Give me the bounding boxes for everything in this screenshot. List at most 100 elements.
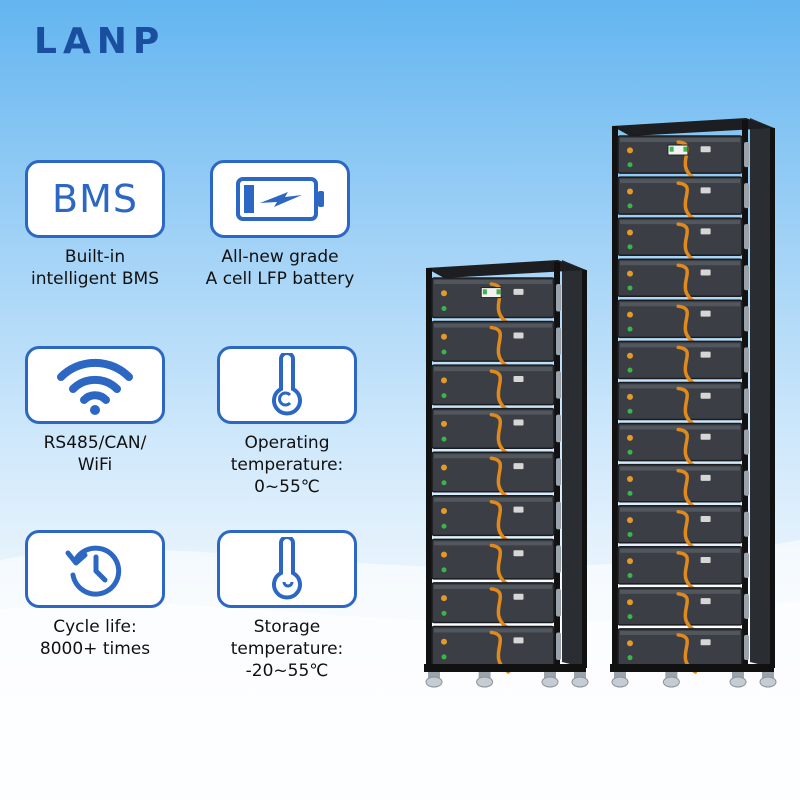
module-connector [700,310,711,317]
wifi-icon-box [25,346,165,424]
battery-module [617,422,749,469]
module-body [431,364,555,406]
module-cable [489,412,511,456]
thermometer-icon [272,353,302,416]
rack-post [426,268,432,668]
module-terminal [627,434,633,441]
module-handle [744,511,749,537]
module-top-edge [434,367,552,372]
module-body [617,381,743,421]
module-top-edge [434,584,552,589]
battery-module [431,407,561,456]
module-led [627,244,633,250]
rack-foot [476,676,494,688]
module-terminal [441,508,447,515]
battery-module [617,463,749,510]
battery-module [617,299,749,346]
module-top-edge [620,343,740,348]
rack-foot [762,672,774,678]
module-led [627,490,633,496]
rack-post [582,270,587,668]
module-terminal [441,638,447,645]
module-led [627,531,633,537]
module-terminal [441,290,447,297]
module-top-edge [620,384,740,389]
module-handle [744,388,749,414]
module-terminal [441,420,447,427]
module-connector [513,463,524,470]
rack-foot [541,676,559,688]
feature-operating-temp: Operating temperature: 0~55℃ [192,346,382,498]
operating-temp-icon-box [217,346,357,424]
module-handle [556,458,561,486]
rack-foot [662,676,680,688]
module-handle [744,593,749,619]
module-top-edge [620,425,740,430]
feature-battery-label: All-new grade A cell LFP battery [205,247,355,289]
module-terminal [627,517,633,524]
rack-foot [478,672,491,678]
module-top-edge [434,410,552,415]
feature-bms: BMS Built-in intelligent BMS [0,160,190,290]
module-led [627,367,633,373]
rack-top-frame [612,118,774,136]
rack-foot [544,672,556,678]
rack-foot [428,672,440,678]
module-body [617,258,743,298]
module-body [431,451,555,493]
rack-post [612,126,618,668]
module-led [441,610,447,616]
rack-top-frame [426,260,586,278]
module-led [627,203,633,209]
module-led [441,393,447,399]
feature-bms-label: Built-in intelligent BMS [30,247,159,289]
wifi-icon [57,358,133,415]
module-terminal [441,377,447,384]
breaker-switch [669,146,674,152]
module-terminal [627,599,633,606]
module-led [441,654,447,660]
module-led [627,614,633,620]
module-handle [556,371,561,399]
bms-icon-box: BMS [25,160,165,238]
module-handle [744,634,749,660]
rack-foot [425,676,443,688]
battery-module [431,451,561,500]
module-top-edge [434,541,552,546]
module-cable [676,592,698,633]
module-terminal [627,352,633,359]
module-body [431,407,555,449]
module-terminal [627,640,633,647]
module-led [441,436,447,442]
module-terminal [627,558,633,565]
thermometer-icon [272,537,302,600]
module-connector [700,146,711,153]
feature-comm-label: RS485/CAN/ WiFi [43,433,147,475]
module-cable [676,386,698,428]
battery-module [617,135,749,181]
battery-module [617,628,749,674]
module-body [617,340,743,380]
module-led [627,573,633,579]
battery-icon-box [210,160,350,238]
battery-module [431,495,561,544]
module-body [431,582,555,624]
rack-side-panel [562,260,586,668]
module-body [617,299,743,339]
module-handle [744,142,749,168]
module-handle [744,224,749,250]
module-body [617,587,743,626]
rack-foot [611,676,629,688]
module-led [441,349,447,355]
module-top-edge [434,628,552,633]
module-top-edge [620,548,740,553]
battery-module [431,277,561,326]
module-cable [676,509,698,551]
module-cable [489,543,511,587]
module-body [617,463,743,503]
battery-rack-tall [610,118,777,688]
battery-module [617,258,749,305]
module-led [627,162,633,168]
module-cable [676,263,698,305]
module-connector [513,288,524,295]
